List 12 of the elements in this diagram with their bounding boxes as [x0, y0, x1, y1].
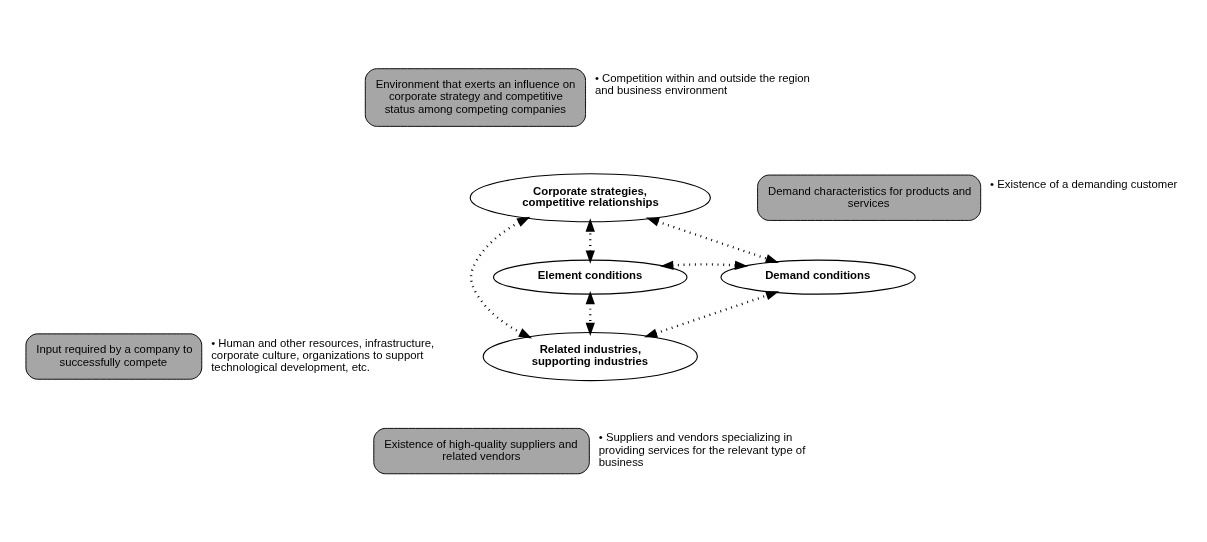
arrow: [585, 290, 595, 336]
arrow: [585, 218, 595, 264]
arrow: [469, 216, 533, 339]
arrow: [645, 217, 779, 263]
node-label: • Suppliers and vendors specializing in providing services for the relevant type of business: [598, 431, 806, 468]
node-label: • Human and other resources, infrastructure, corporate culture, organizations to support technological development, etc.: [211, 336, 435, 374]
node-label: • Existence of a demanding customer: [990, 177, 1178, 190]
node-label: • Competition within and outside the region and business environment: [594, 71, 810, 96]
arrow: [660, 260, 749, 270]
node-ellipse: Corporate strategies, competitive relationships: [469, 173, 711, 223]
arrow: [644, 291, 780, 338]
node-ellipse: Related industries, supporting industries: [482, 331, 698, 382]
